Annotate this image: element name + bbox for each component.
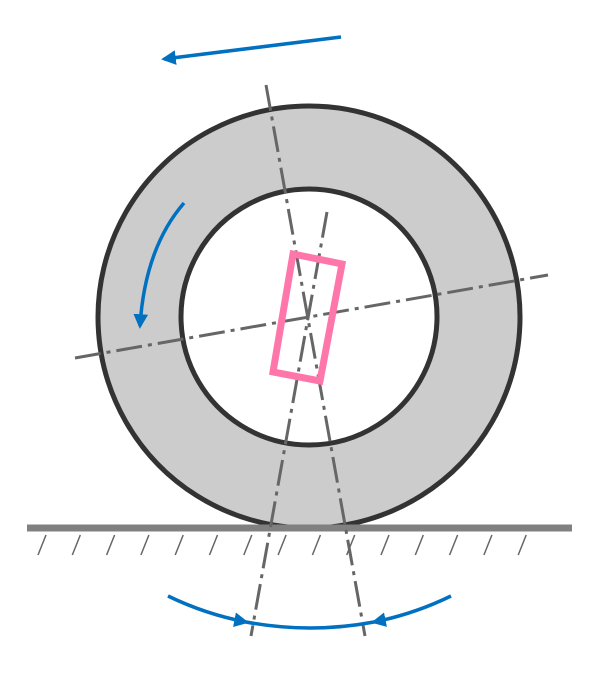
hatch-line xyxy=(346,534,356,556)
axis-line-horizontal xyxy=(74,273,549,360)
axis-line-tilted-1 xyxy=(264,84,367,637)
hatch-line xyxy=(174,534,184,556)
swing-arc xyxy=(245,620,375,630)
hatch-line xyxy=(71,534,81,556)
hatch-line xyxy=(277,534,287,556)
hatch-line xyxy=(448,534,459,556)
rotation-arrow-icon xyxy=(133,201,186,329)
arrows xyxy=(133,35,452,630)
hatch-line xyxy=(243,534,253,556)
hatch-line xyxy=(517,534,527,556)
ground xyxy=(27,524,572,556)
translation-arrow-icon xyxy=(161,35,342,65)
hatch-line xyxy=(37,534,47,556)
hatch-line xyxy=(105,534,116,556)
marker-rectangle xyxy=(268,249,347,386)
center-lines xyxy=(74,84,549,637)
axis-line-tilted-2 xyxy=(249,211,329,637)
swing-arc-arrow-left-icon xyxy=(167,594,249,627)
hatch-line xyxy=(414,534,424,556)
hatch-line xyxy=(380,534,390,556)
swing-arc-arrow-right-icon xyxy=(371,594,452,627)
hatch-line xyxy=(311,534,322,556)
hatch-line xyxy=(208,534,219,556)
hatch-line xyxy=(483,534,493,556)
ground-hatching xyxy=(37,534,527,556)
hatch-line xyxy=(140,534,150,556)
